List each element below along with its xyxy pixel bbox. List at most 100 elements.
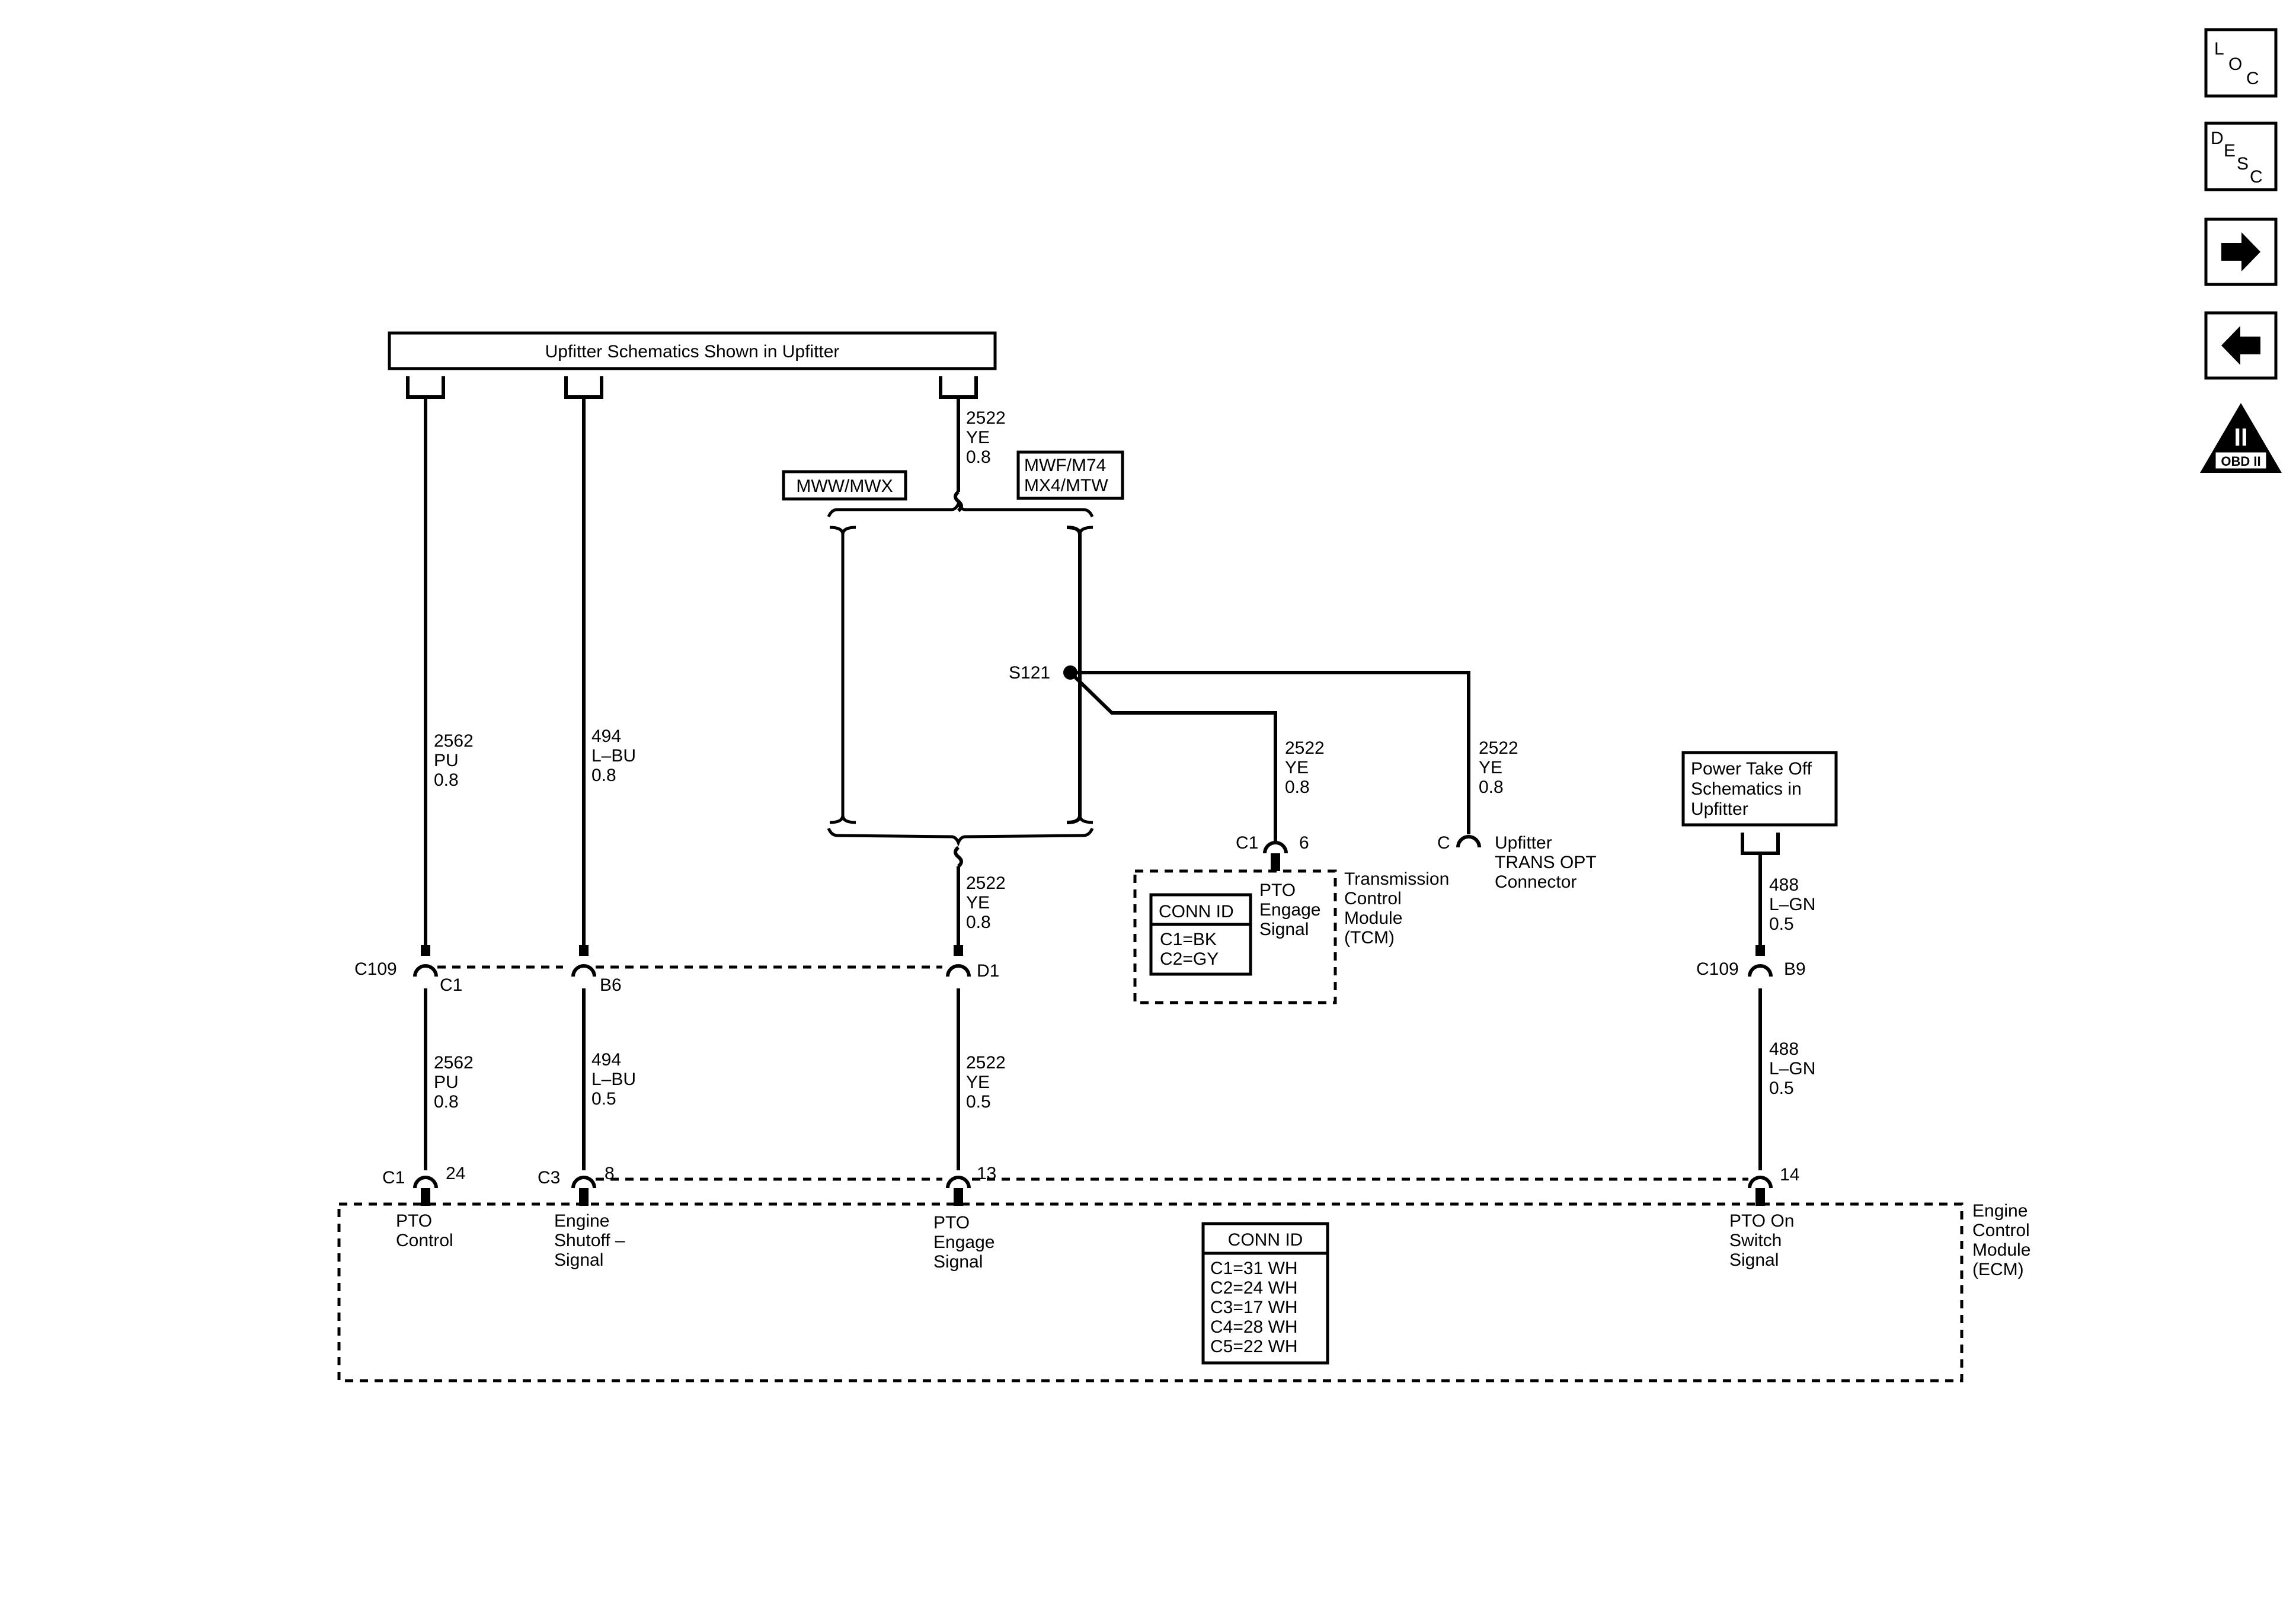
option-bottom-bar <box>827 827 1094 847</box>
back-arrow-button[interactable] <box>2204 311 2278 380</box>
c109-right-label: C109 <box>1696 959 1739 979</box>
obd-ii-button[interactable]: II OBD II <box>2200 403 2282 473</box>
label-ye-mid-1: 2522 <box>966 873 1006 893</box>
label-pu-upper-1: 2562 <box>434 731 474 751</box>
label-ye-tcm-2: YE <box>1285 758 1309 777</box>
upfitter-header-text: Upfitter Schematics Shown in Upfitter <box>545 342 840 361</box>
tcm-signal-2: Engage <box>1259 900 1320 920</box>
ecm-signal-pto-engage-2: Engage <box>933 1233 994 1252</box>
tcm-module-3: Module <box>1344 908 1402 928</box>
label-ye-mid-3: 0.8 <box>966 913 991 932</box>
desc-letter-d: D <box>2211 129 2224 148</box>
c109-connector: C109 C1 B6 D1 C109 B9 <box>354 945 1806 995</box>
label-ye-top-1: 2522 <box>966 408 1006 428</box>
right-arrow-icon <box>2221 232 2260 271</box>
ecm-conn-id-row-2: C2=24 WH <box>1210 1278 1298 1298</box>
label-ye-mid-2: YE <box>966 893 990 913</box>
ecm-conn-id-title: CONN ID <box>1228 1230 1303 1250</box>
option-right-path <box>1066 526 1093 824</box>
label-ye-lower-1: 2522 <box>966 1053 1006 1073</box>
loc-button[interactable]: L O C <box>2204 28 2278 98</box>
ecm-signal-engine-shutoff-3: Signal <box>554 1250 603 1270</box>
branch-to-upfitter-opt <box>1070 671 1470 834</box>
label-lbu-upper-1: 494 <box>591 726 621 746</box>
ecm-signal-pto-on-1: PTO On <box>1729 1211 1794 1231</box>
ecm-signal-pto-engage-3: Signal <box>933 1252 983 1272</box>
option-box-mww-mwx: MWW/MWX <box>782 470 907 501</box>
option-left-text: MWW/MWX <box>796 476 893 496</box>
ecm-signal-pto-control-1: PTO <box>396 1211 432 1231</box>
ecm-signal-pto-on-3: Signal <box>1729 1250 1779 1270</box>
label-lbu-lower-2: L–BU <box>591 1070 636 1089</box>
c109-pin-c1: C1 <box>440 975 462 995</box>
ecm-signal-pto-engage-1: PTO <box>933 1213 970 1233</box>
tcm-conn-label: C1 <box>1236 833 1258 853</box>
pto-box-line-1: Power Take Off <box>1691 759 1812 779</box>
wire-488-lgn <box>1741 833 1780 1170</box>
pto-box-line-3: Upfitter <box>1691 799 1748 819</box>
loc-letter-o: O <box>2228 55 2242 74</box>
wire-2522-ye-top <box>954 397 963 513</box>
loc-letter-c: C <box>2246 69 2259 88</box>
tcm-signal-1: PTO <box>1259 881 1296 900</box>
label-lgn-lower-1: 488 <box>1769 1039 1799 1059</box>
c109-pin-b9: B9 <box>1784 959 1806 979</box>
desc-letter-s: S <box>2237 154 2249 174</box>
label-ye-opt-1: 2522 <box>1479 738 1518 758</box>
upfitter-label-2: TRANS OPT <box>1495 853 1597 872</box>
upfitter-header-box: Upfitter Schematics Shown in Upfitter <box>388 331 997 370</box>
label-pu-lower-3: 0.8 <box>434 1092 459 1112</box>
c109-left-label: C109 <box>354 959 397 979</box>
header-connector-brackets <box>406 376 978 399</box>
label-pu-lower-1: 2562 <box>434 1053 474 1073</box>
desc-button[interactable]: D E S C <box>2204 121 2278 191</box>
label-lgn-lower-2: L–GN <box>1769 1059 1815 1078</box>
ecm-conn-id-row-1: C1=31 WH <box>1210 1259 1298 1278</box>
ecm-conn-c1: C1 <box>382 1168 405 1188</box>
desc-letter-e: E <box>2224 141 2236 161</box>
label-pu-upper-3: 0.8 <box>434 770 459 790</box>
ecm-signal-engine-shutoff-1: Engine <box>554 1211 609 1231</box>
label-ye-top-3: 0.8 <box>966 447 991 467</box>
ecm-connector-row: C1 24 C3 8 13 14 <box>382 1164 1799 1206</box>
label-pu-upper-2: PU <box>434 751 459 770</box>
branch-to-tcm <box>1069 671 1277 844</box>
ecm-module-3: Module <box>1972 1240 2030 1260</box>
option-left-path <box>829 526 856 824</box>
upfitter-label-1: Upfitter <box>1495 833 1552 853</box>
ecm-module-2: Control <box>1972 1221 2030 1240</box>
ecm-module-4: (ECM) <box>1972 1260 2024 1279</box>
upfitter-label-3: Connector <box>1495 872 1576 892</box>
option-right-text-2: MX4/MTW <box>1024 476 1108 495</box>
ecm-pin-14: 14 <box>1780 1165 1799 1185</box>
tcm-conn-id-row-1: C1=BK <box>1160 930 1217 949</box>
tcm-conn-id-title: CONN ID <box>1159 902 1234 921</box>
ecm-conn-c3: C3 <box>538 1168 560 1188</box>
label-lgn-upper-3: 0.5 <box>1769 914 1794 934</box>
ecm-pin-24: 24 <box>446 1164 465 1183</box>
obd-label: OBD II <box>2221 454 2260 469</box>
splice-label: S121 <box>1009 663 1050 683</box>
tcm-signal-3: Signal <box>1259 920 1309 939</box>
left-arrow-icon <box>2221 326 2260 365</box>
power-take-off-box: Power Take Off Schematics in Upfitter <box>1681 751 1838 827</box>
label-lbu-lower-3: 0.5 <box>591 1089 616 1109</box>
desc-letter-c: C <box>2250 167 2263 187</box>
ecm-module: PTO Control Engine Shutoff – Signal PTO … <box>337 1201 2030 1382</box>
wire-labels: 2562 PU 0.8 494 L–BU 0.8 2522 YE 0.8 252… <box>434 408 1815 1112</box>
tcm-module-1: Transmission <box>1344 869 1449 889</box>
label-ye-opt-3: 0.8 <box>1479 777 1504 797</box>
label-ye-lower-3: 0.5 <box>966 1092 991 1112</box>
label-ye-top-2: YE <box>966 428 990 447</box>
c109-pin-b6: B6 <box>600 975 622 995</box>
obd-numeral: II <box>2234 423 2247 451</box>
label-lbu-upper-3: 0.8 <box>591 766 616 785</box>
forward-arrow-button[interactable] <box>2204 217 2278 286</box>
tcm-module-4: (TCM) <box>1344 928 1395 948</box>
option-right-text-1: MWF/M74 <box>1024 456 1106 475</box>
ecm-signal-pto-control-2: Control <box>396 1231 453 1250</box>
upfitter-trans-opt-connector: C Upfitter TRANS OPT Connector <box>1437 833 1597 892</box>
ecm-pin-8: 8 <box>605 1164 615 1183</box>
label-ye-lower-2: YE <box>966 1073 990 1092</box>
